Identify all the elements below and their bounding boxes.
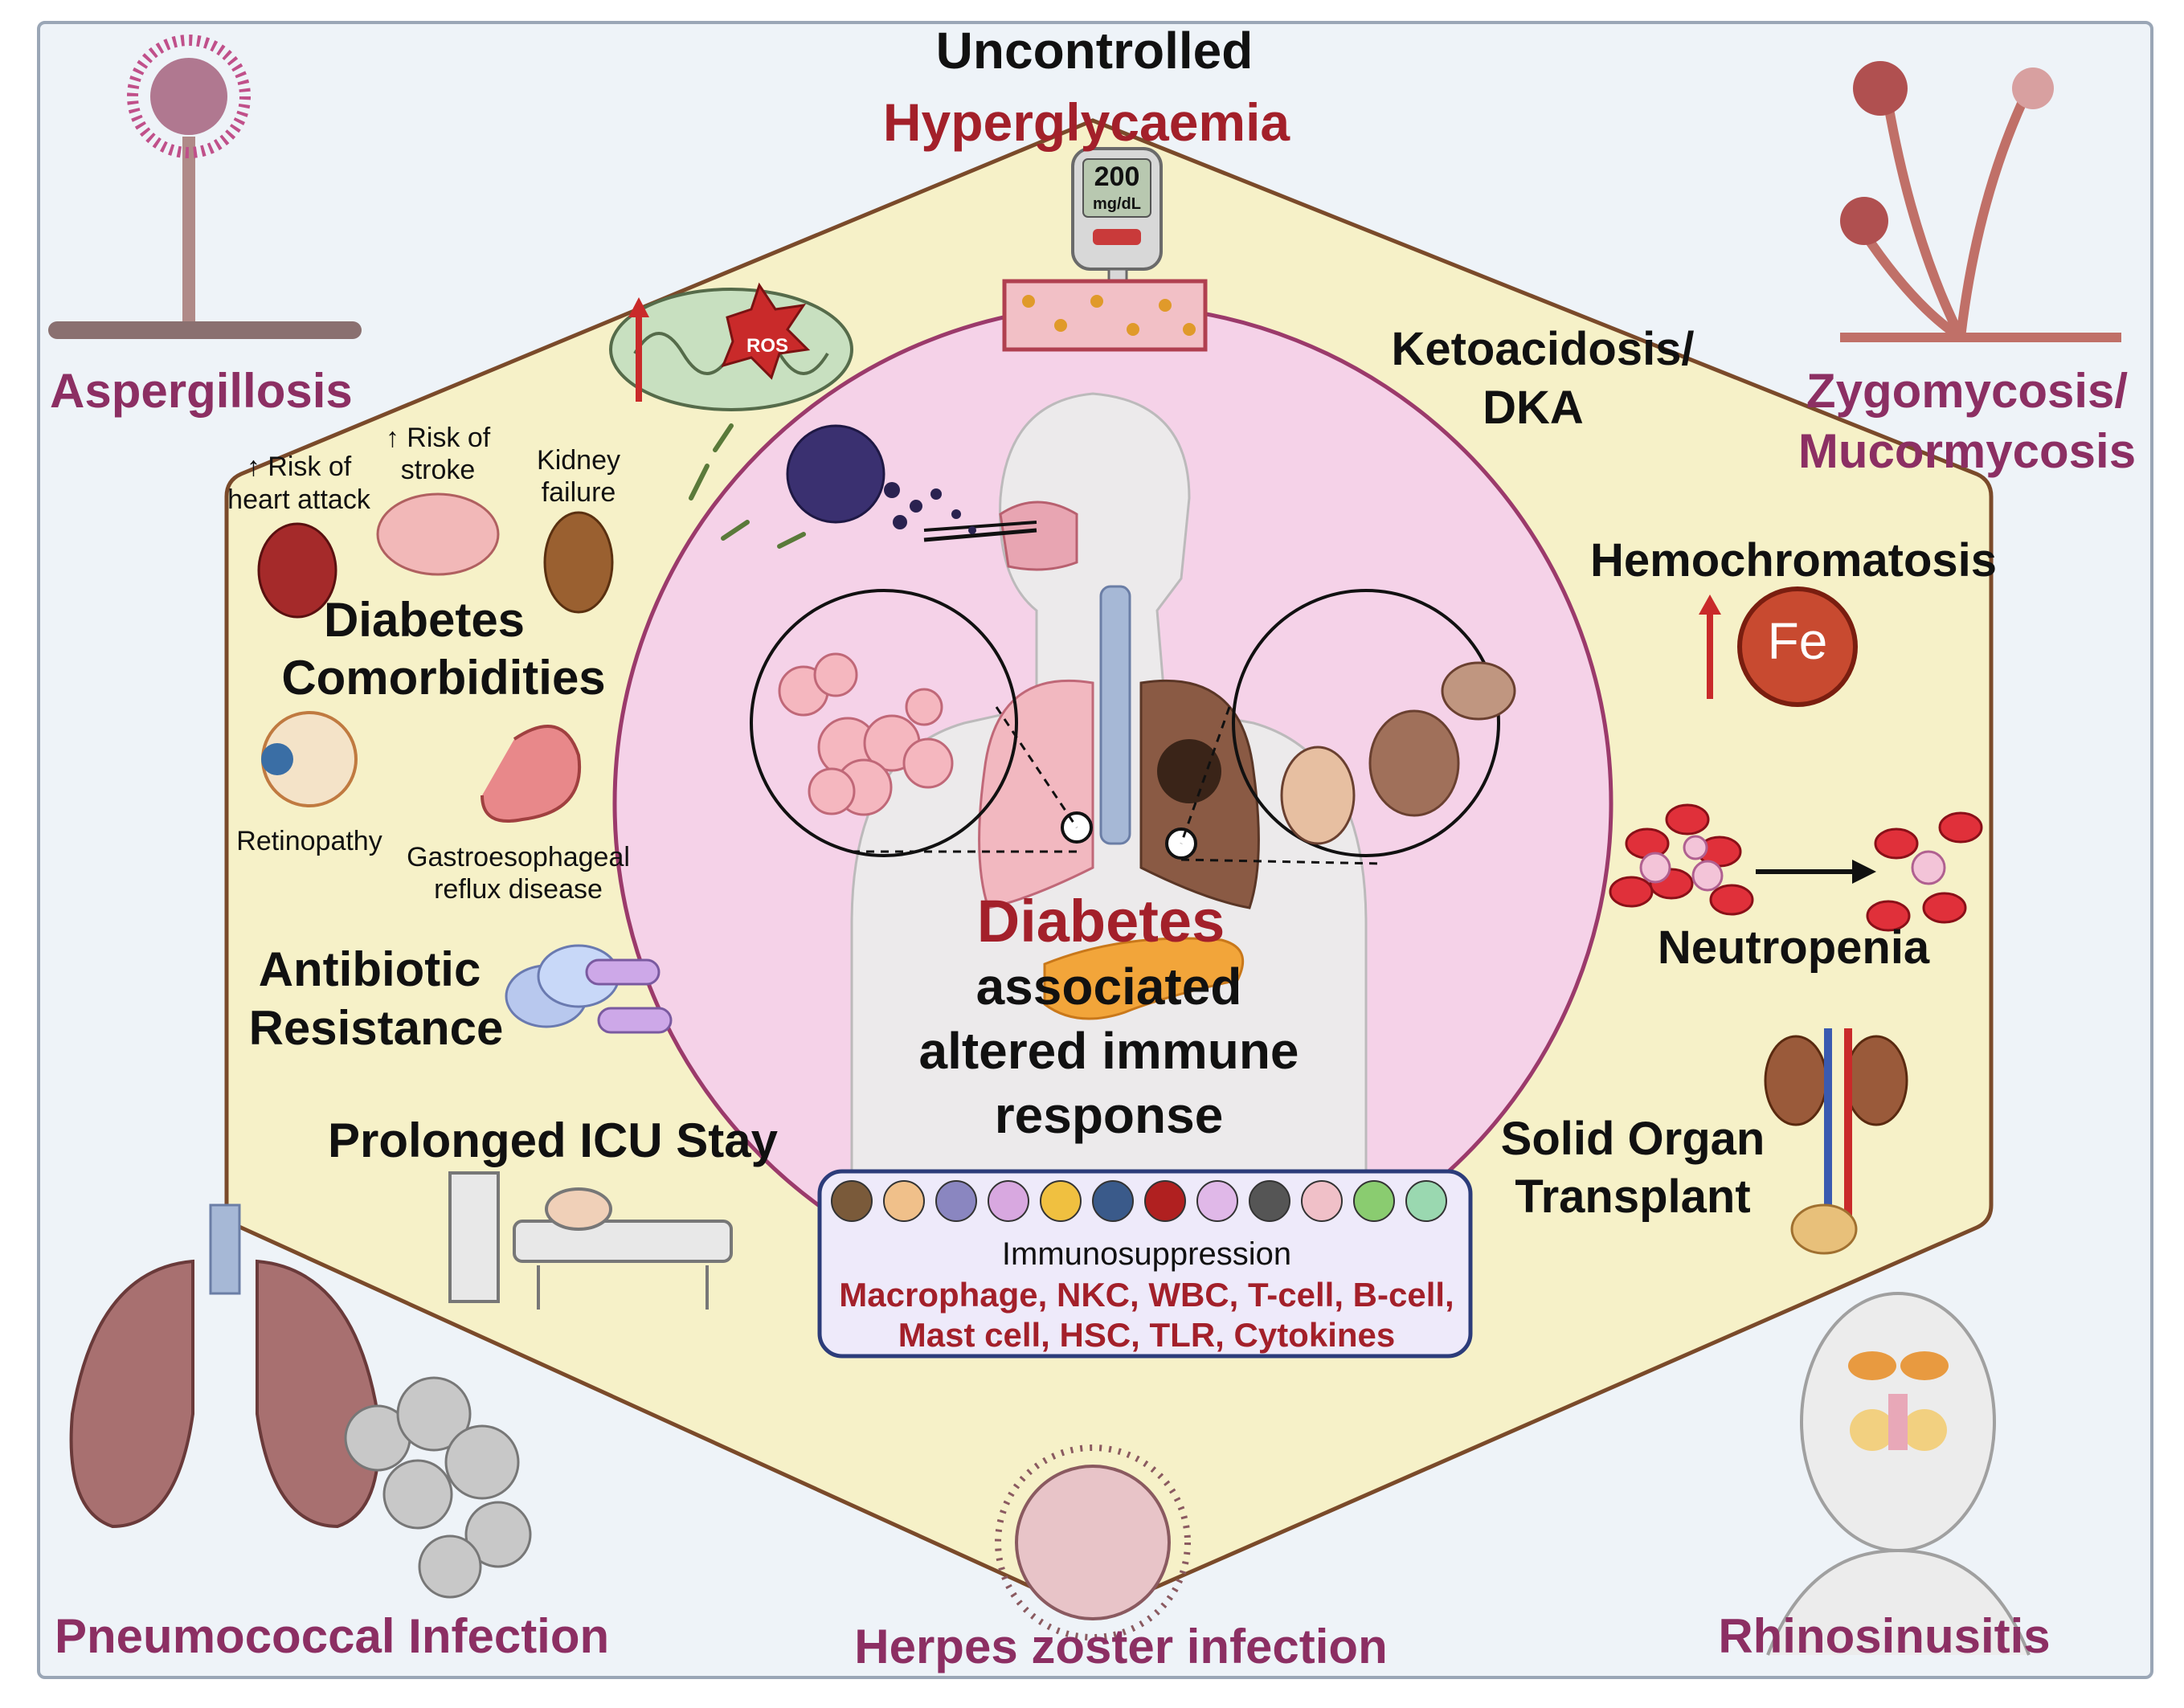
ros-label: ROS xyxy=(746,335,789,357)
center-title: Diabetes xyxy=(976,888,1225,954)
rhinosinusitis-label: Rhinosinusitis xyxy=(1718,1609,2051,1663)
glucometer-screen xyxy=(1082,158,1151,218)
lung-lesion xyxy=(1157,739,1221,803)
retinopathy-label: Retinopathy xyxy=(236,826,382,856)
zygomycosis-label-2: Mucormycosis xyxy=(1798,424,2137,478)
pathogen-cluster xyxy=(786,424,885,524)
sinus-head-illustration xyxy=(1766,1292,2031,1656)
pills-illustration xyxy=(505,944,673,1034)
center-line-1: associated xyxy=(975,958,1242,1015)
header-line-2: Hyperglycaemia xyxy=(882,92,1290,152)
healthy-alveoli xyxy=(778,652,954,816)
antibiotic-label-1: Antibiotic xyxy=(258,942,481,996)
iron-symbol: Fe xyxy=(1767,612,1828,670)
aspergillus-illustration xyxy=(48,35,362,339)
gerd-label-1: Gastroesophageal xyxy=(407,842,630,872)
neutrophils-pink xyxy=(1639,835,1724,892)
glucometer-value: 200 xyxy=(1094,161,1140,192)
iron-badge xyxy=(1737,586,1858,707)
transplant-label-1: Solid Organ xyxy=(1500,1113,1765,1165)
herpes-label: Herpes zoster infection xyxy=(854,1620,1388,1673)
mucor-illustration xyxy=(1840,94,2121,342)
blood-vessel xyxy=(1002,279,1208,352)
spore-particles xyxy=(884,482,976,534)
immune-cells-line-1: Macrophage, NKC, WBC, T-cell, B-cell, xyxy=(839,1276,1454,1314)
stroke-risk-label-1: ↑ Risk of xyxy=(385,423,491,453)
neutrophils-after xyxy=(1866,811,1983,932)
icu-label: Prolonged ICU Stay xyxy=(327,1113,779,1167)
pneumococcal-label: Pneumococcal Infection xyxy=(55,1609,610,1663)
pancreas-illustration xyxy=(1043,937,1245,1020)
comorbidities-title-2: Comorbidities xyxy=(281,651,606,705)
heart-risk-label-1: ↑ Risk of xyxy=(246,452,352,482)
aspergillosis-label: Aspergillosis xyxy=(50,364,353,418)
hemochromatosis-label: Hemochromatosis xyxy=(1589,534,1998,586)
zygomycosis-label-1: Zygomycosis/ xyxy=(1806,364,2129,418)
nasal-cavity xyxy=(999,501,1078,571)
alveoli-zoom-infected xyxy=(1232,589,1500,857)
header-line-1: Uncontrolled xyxy=(935,22,1254,80)
sporangium-3 xyxy=(2012,67,2054,109)
brain-illustration xyxy=(376,492,500,576)
stroke-risk-label-2: stroke xyxy=(400,455,476,485)
center-line-2: altered immune xyxy=(918,1022,1299,1080)
ros-burst xyxy=(721,282,811,380)
gerd-label-2: reflux disease xyxy=(434,874,603,905)
herpes-virus-illustration xyxy=(1015,1465,1171,1620)
trachea xyxy=(1099,585,1131,845)
infected-alveoli xyxy=(1280,661,1516,845)
kidneys-transplant-illustration xyxy=(1764,1028,1908,1255)
healthy-lung xyxy=(978,679,1094,909)
kidney-failure-label-2: failure xyxy=(541,477,616,508)
glucometer-unit: mg/dL xyxy=(1093,195,1141,213)
transplant-label-2: Transplant xyxy=(1515,1171,1751,1223)
center-line-3: response xyxy=(994,1086,1224,1144)
inhalation-arrow xyxy=(923,528,1037,542)
immune-cell-row xyxy=(831,1180,1447,1222)
immunosuppression-title: Immunosuppression xyxy=(1001,1236,1292,1272)
bacteria-group xyxy=(689,423,806,549)
stomach-illustration xyxy=(481,725,582,823)
comorbidities-title-1: Diabetes xyxy=(323,593,526,647)
antibiotic-label-2: Resistance xyxy=(248,1001,504,1055)
heart-illustration xyxy=(257,522,337,619)
neutropenia-label: Neutropenia xyxy=(1657,921,1930,974)
icu-bed-illustration xyxy=(448,1171,733,1310)
immunosuppression-box xyxy=(817,1169,1473,1359)
alveoli-zoom-healthy xyxy=(750,589,1018,857)
kidney-illustration xyxy=(543,511,614,614)
immune-cells-line-2: Mast cell, HSC, TLR, Cytokines xyxy=(898,1316,1396,1354)
heart-risk-label-2: heart attack xyxy=(227,484,370,515)
kidney-failure-label-1: Kidney xyxy=(537,445,620,476)
pneumococcal-lungs-illustration xyxy=(69,1203,532,1599)
sporangium-2 xyxy=(1840,197,1888,245)
sporangium-1 xyxy=(1853,61,1908,116)
ketoacidosis-label-1: Ketoacidosis/ xyxy=(1391,323,1695,375)
ketoacidosis-label-2: DKA xyxy=(1483,382,1584,434)
